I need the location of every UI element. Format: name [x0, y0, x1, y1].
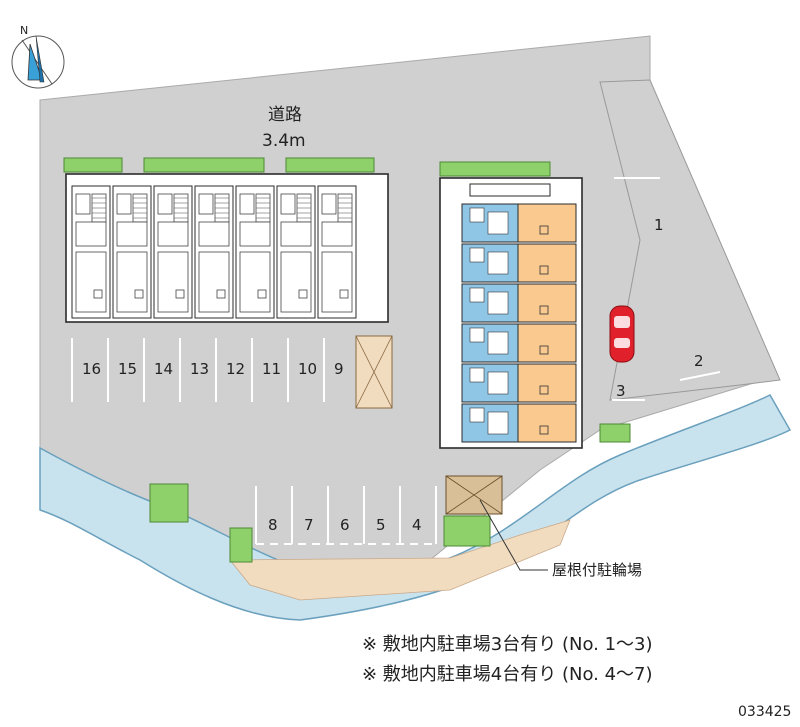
building-right	[439, 177, 583, 449]
building-left	[65, 173, 389, 323]
apartment-unit	[461, 323, 577, 363]
sand-strip	[229, 519, 571, 601]
parking-right-label-2: 2	[694, 352, 704, 370]
road-width: 3.4m	[262, 131, 306, 151]
parking-stall-label: 14	[154, 360, 173, 378]
property-code: 033425	[738, 704, 791, 720]
parking-stall-label: 12	[226, 360, 245, 378]
parking-stall-label: 8	[268, 516, 278, 534]
parking-right: 1 2 3	[612, 177, 721, 401]
parking-stall-label: 7	[304, 516, 314, 534]
car-icon	[609, 305, 635, 363]
compass-north-label: N	[20, 24, 28, 37]
apartment-unit	[112, 185, 152, 319]
apartment-unit	[461, 363, 577, 403]
parking-stall-label: 4	[412, 516, 422, 534]
apartment-unit	[235, 185, 275, 319]
apartment-unit	[276, 185, 316, 319]
parking-row-bottom: 8 7 6 5 4	[255, 486, 437, 545]
parking-stall-label: 10	[298, 360, 317, 378]
parking-stall-label: 9	[334, 360, 344, 378]
parking-stall-label: 15	[118, 360, 137, 378]
apartment-unit	[461, 203, 577, 243]
road-name: 道路	[268, 105, 302, 125]
parking-stall-label: 11	[262, 360, 281, 378]
access-road	[599, 79, 781, 401]
parking-stall-label: 16	[82, 360, 101, 378]
waterway	[39, 394, 792, 621]
compass-north-arrow-icon: N	[11, 24, 65, 89]
bicycle-parking-callout: 屋根付駐輪場	[479, 499, 642, 579]
apartment-unit	[71, 185, 111, 319]
bicycle-shelter-right	[445, 475, 503, 515]
note-line-1: ※ 敷地内駐車場3台有り (No. 1～3)	[362, 634, 653, 655]
parking-stall-label: 5	[376, 516, 386, 534]
note-line-2: ※ 敷地内駐車場4台有り (No. 4～7)	[362, 664, 653, 685]
apartment-unit	[317, 185, 357, 319]
parking-right-label-1: 1	[654, 216, 664, 234]
parking-right-label-3: 3	[616, 382, 626, 400]
bicycle-parking-label: 屋根付駐輪場	[552, 561, 642, 579]
apartment-unit	[153, 185, 193, 319]
apartment-unit	[461, 403, 577, 443]
apartment-unit	[461, 283, 577, 323]
apartment-unit	[461, 243, 577, 283]
bicycle-shelter-left	[355, 335, 393, 409]
parking-stall-label: 13	[190, 360, 209, 378]
apartment-unit	[194, 185, 234, 319]
hedges	[63, 157, 631, 563]
parking-stall-label: 6	[340, 516, 350, 534]
